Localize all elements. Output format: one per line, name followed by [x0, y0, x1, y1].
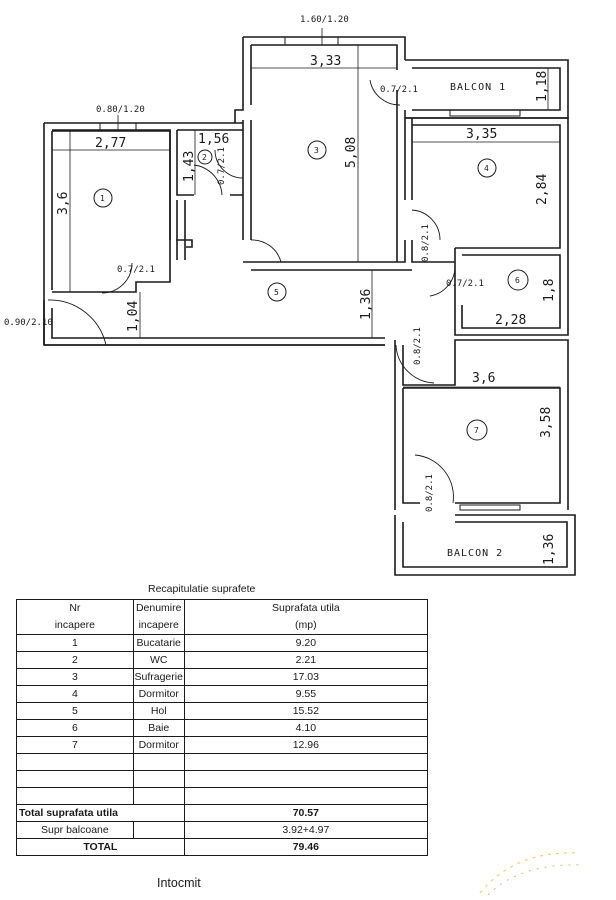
dim-wc-w: 1,56	[198, 132, 229, 147]
header-nr-2: incapere	[16, 617, 134, 635]
table-title: Recapitulatie suprafete	[148, 583, 256, 595]
svg-text:3: 3	[314, 146, 319, 155]
total-util-label: Total suprafata utila	[16, 804, 185, 822]
table-header-row-2: incapere incapere (mp)	[16, 617, 429, 635]
total-value: 79.46	[183, 838, 429, 856]
dim-bed7-h: 3,58	[539, 407, 554, 438]
window-kitchen-label: 0.80/1.20	[96, 105, 145, 115]
balcon1-label: BALCON 1	[450, 82, 506, 93]
dim-wc-h: 1,43	[182, 151, 197, 182]
room-number-4: 4	[477, 158, 497, 178]
dim-living-w: 3,33	[310, 54, 341, 69]
room-number-5: 5	[267, 282, 287, 302]
dim-bath-w: 2,28	[495, 313, 526, 328]
balcony-value: 3.92+4.97	[183, 821, 429, 839]
door-bath-label: 0.7/2.1	[446, 279, 484, 289]
dim-bath-h: 1,8	[542, 279, 557, 302]
window-living-label: 1.60/1.20	[300, 15, 349, 25]
door-wc-label: 0.7/2.1	[217, 147, 227, 185]
dim-balcon1-h: 1,18	[535, 71, 550, 102]
door-kitchen-label: 0.7/2.1	[117, 265, 155, 275]
header-area: Suprafata utila	[183, 599, 429, 617]
svg-text:1: 1	[100, 194, 105, 203]
door-bed7-label: 0.8/2.1	[413, 327, 423, 365]
total-util-value: 70.57	[183, 804, 429, 822]
dim-kitchen-w: 2,77	[95, 136, 126, 151]
header-area-2: (mp)	[183, 617, 429, 635]
dim-balcon2-h: 1,36	[542, 534, 557, 565]
balcony-label: Supr balcoane	[16, 821, 134, 839]
svg-text:4: 4	[484, 164, 489, 173]
stamp-mark	[479, 852, 583, 895]
dim-entry-h: 1,04	[126, 301, 141, 332]
header-nr: Nr	[16, 599, 134, 617]
room-number-7: 7	[466, 419, 488, 441]
room-number-6: 6	[507, 269, 529, 291]
table-header-row: Nr Denumire Suprafata utila	[16, 599, 429, 617]
total-util-row: Total suprafata utila 70.57	[16, 804, 429, 822]
prepared-by-label: Intocmit	[157, 876, 201, 890]
header-name: Denumire	[132, 599, 185, 617]
balcony-row: Supr balcoane 3.92+4.97	[16, 821, 429, 839]
svg-text:6: 6	[515, 276, 520, 285]
door-balcony2-label: 0.8/2.1	[425, 474, 435, 512]
dim-bed7-w: 3,6	[472, 371, 495, 386]
total-row: TOTAL 79.46	[16, 838, 429, 856]
svg-text:7: 7	[474, 426, 479, 435]
dim-bed4-h: 2,84	[535, 174, 550, 205]
svg-text:2: 2	[202, 153, 207, 162]
dim-kitchen-h: 3,6	[56, 192, 71, 215]
door-bed4-label: 0.8/2.1	[421, 224, 431, 262]
balcon2-label: BALCON 2	[447, 548, 503, 559]
table-row-empty	[16, 753, 429, 771]
dim-bed4-w: 3,35	[466, 127, 497, 142]
kitchen-walls	[43, 122, 385, 346]
surface-summary-table: Nr Denumire Suprafata utila incapere inc…	[16, 599, 429, 856]
room-number-2: 2	[197, 149, 213, 165]
room-number-3: 3	[307, 140, 327, 160]
svg-text:5: 5	[274, 288, 279, 297]
table-row-empty	[16, 787, 429, 805]
dim-living-h: 5,08	[344, 137, 359, 168]
door-living-balcony-label: 0.7/2.1	[380, 85, 418, 95]
total-label: TOTAL	[16, 838, 185, 856]
entrance-door-label: 0.90/2.10	[4, 318, 53, 328]
table-row-empty	[16, 770, 429, 788]
floor-plan: 0.80/1.20 1.60/1.20 0.90/2.10 2,77 3,6 1…	[4, 15, 576, 576]
header-name-2: incapere	[132, 617, 185, 635]
dim-hall-h: 1,36	[359, 289, 374, 320]
room-number-1: 1	[93, 188, 113, 208]
